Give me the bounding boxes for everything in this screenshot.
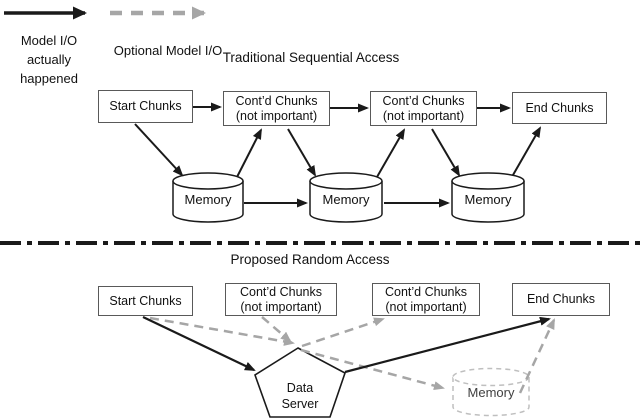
data-server-label: Data Server — [281, 381, 319, 412]
optional-memory-label: Memory — [467, 385, 515, 400]
arrow-start-to-memory1 — [134, 123, 184, 177]
box-label: Cont’d Chunks — [240, 284, 322, 299]
arrow-contd2-to-memory3 — [431, 128, 461, 177]
memory-cylinder-2-top — [309, 172, 383, 190]
optional-memory-top — [452, 367, 530, 387]
box-label: Cont’d Chunks — [382, 93, 465, 108]
traditional-arrows — [134, 102, 541, 208]
data-server-pentagon — [254, 347, 346, 418]
box-label: Start Chunks — [109, 293, 182, 308]
proposed-contd-chunks-box-1: Cont’d Chunks (not important) — [225, 283, 337, 316]
traditional-contd-chunks-box-1: Cont’d Chunks (not important) — [223, 91, 330, 126]
traditional-section-title: Traditional Sequential Access — [222, 50, 400, 65]
legend-solid-label: Model I/O actually happened — [20, 33, 78, 86]
proposed-dashed-arrows — [149, 316, 556, 394]
memory-cylinder-1-top — [172, 172, 244, 190]
memory-label-3: Memory — [464, 192, 512, 207]
traditional-start-chunks-box: Start Chunks — [98, 90, 193, 123]
proposed-solid-arrows — [142, 316, 551, 374]
proposed-start-chunks-box: Start Chunks — [98, 286, 193, 316]
memory-cylinder-1-body — [172, 181, 244, 223]
solid-start-to-server — [142, 316, 256, 371]
arrow-memory1-to-contd1 — [236, 128, 262, 178]
arrow-memory2-to-contd2 — [376, 128, 405, 178]
box-label: Cont’d Chunks — [385, 284, 467, 299]
solid-server-to-end — [344, 316, 551, 374]
memory-label-2: Memory — [322, 192, 370, 207]
box-sublabel: (not important) — [235, 108, 318, 123]
proposed-section-title: Proposed Random Access — [230, 252, 390, 267]
box-label: Cont’d Chunks — [235, 93, 318, 108]
traditional-end-chunks-box: End Chunks — [512, 92, 607, 124]
memory-cylinder-2-body — [309, 181, 383, 223]
optional-memory-cylinder — [452, 367, 530, 417]
memory-label-1: Memory — [184, 192, 232, 207]
dashed-start-to-server — [149, 316, 295, 346]
dashed-contd1-to-server — [261, 316, 292, 343]
traditional-contd-chunks-box-2: Cont’d Chunks (not important) — [370, 91, 477, 126]
box-label: End Chunks — [526, 292, 596, 307]
proposed-contd-chunks-box-2: Cont’d Chunks (not important) — [372, 283, 480, 316]
proposed-end-chunks-box: End Chunks — [512, 283, 610, 316]
legend-dashed-label: Optional Model I/O — [113, 43, 223, 58]
memory-cylinders — [172, 172, 525, 223]
memory-cylinder-3-top — [451, 172, 525, 190]
memory-cylinder-3-body — [451, 181, 525, 223]
box-label: End Chunks — [525, 100, 594, 115]
box-sublabel: (not important) — [385, 299, 467, 314]
dashed-server-to-memory — [300, 348, 445, 391]
dashed-memory-to-end — [518, 318, 556, 394]
box-sublabel: (not important) — [382, 108, 465, 123]
dashed-server-to-contd2 — [301, 317, 385, 348]
arrow-memory3-to-end — [512, 126, 541, 176]
arrow-contd1-to-memory2 — [287, 128, 317, 177]
optional-memory-body — [452, 377, 530, 417]
box-sublabel: (not important) — [240, 299, 322, 314]
box-label: Start Chunks — [109, 99, 182, 114]
